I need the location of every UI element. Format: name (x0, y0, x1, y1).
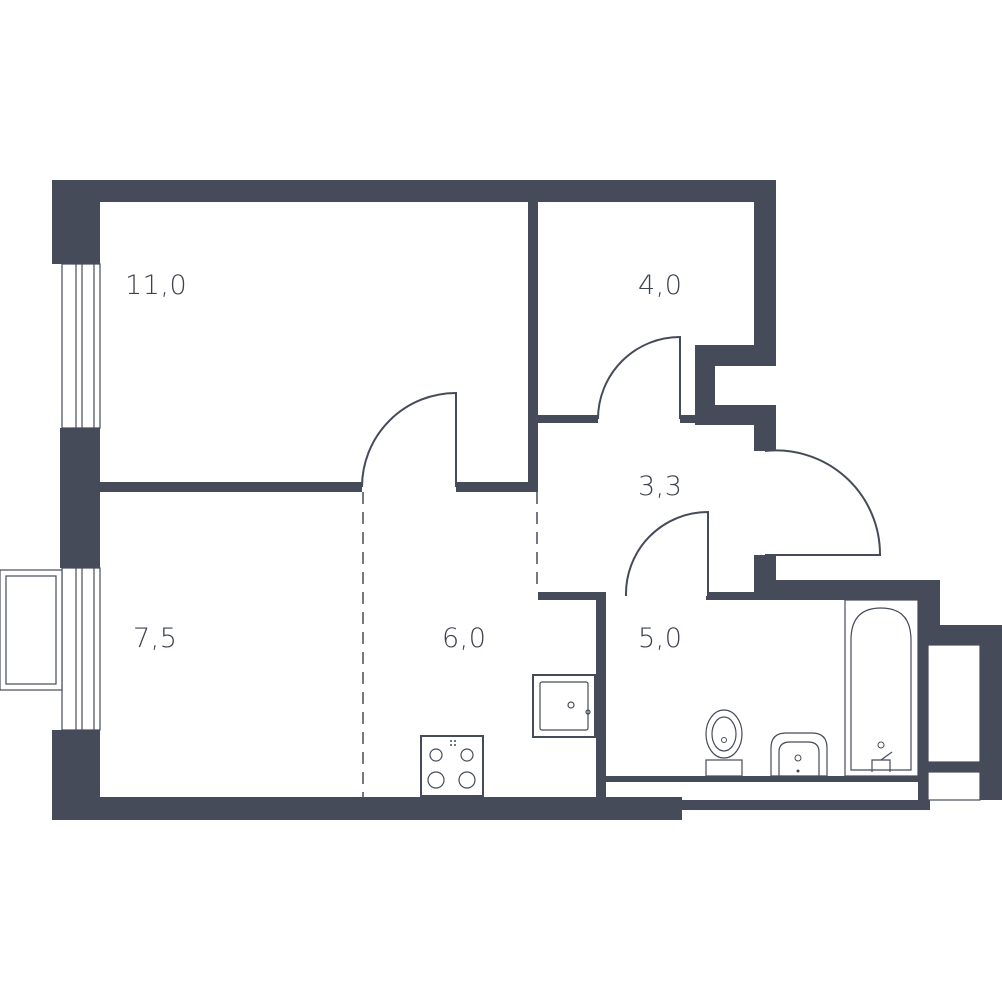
room-area-kitchen: 6,0 (442, 623, 486, 654)
door-swing-icon (597, 335, 681, 420)
window-icon (927, 644, 981, 801)
interior-walls (100, 202, 918, 800)
door-swing-icon (361, 391, 457, 488)
bathtub-icon (844, 599, 919, 777)
sink-icon (532, 674, 596, 738)
washbasin-icon (770, 732, 828, 777)
stove-icon (420, 735, 484, 797)
exterior-walls (52, 180, 1002, 820)
door-swing-icon (624, 510, 709, 597)
room-area-hall: 3,3 (638, 471, 682, 502)
room-area-living: 11,0 (125, 270, 187, 301)
room-area-bathroom: 5,0 (638, 623, 682, 654)
window-icon (61, 567, 101, 731)
toilet-icon (705, 709, 743, 777)
door-swing-icon (764, 449, 882, 556)
balcony-door-icon (0, 569, 63, 691)
window-icon (61, 263, 101, 429)
room-area-storage: 4,0 (638, 270, 682, 301)
room-area-bedroom: 7,5 (133, 623, 177, 654)
